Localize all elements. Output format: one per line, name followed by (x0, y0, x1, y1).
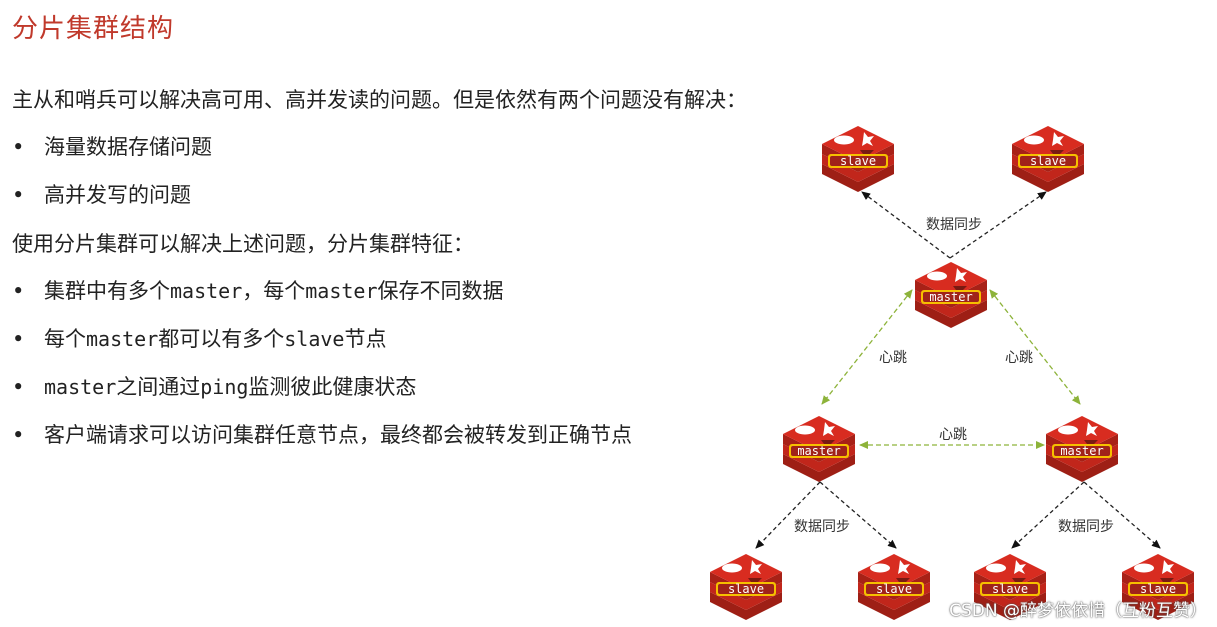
feature-text: 监测彼此健康状态 (248, 375, 417, 399)
master-node: master (1046, 416, 1118, 482)
sync-arrow (861, 191, 951, 259)
node-label: slave (1140, 582, 1176, 596)
feature-text: 之间通过 (116, 375, 201, 399)
node-label: slave (728, 582, 764, 596)
node-label: slave (876, 582, 912, 596)
intro-text: 主从和哨兵可以解决高可用、高并发读的问题。但是依然有两个问题没有解决： (12, 88, 747, 112)
feature-text: 节点 (344, 327, 387, 351)
feature-item-3: • master之间通过ping监测彼此健康状态 (12, 371, 416, 401)
code-term: master (86, 327, 159, 351)
node-label: master (797, 444, 840, 458)
bullet-icon: • (12, 183, 25, 207)
slave-node: slave (974, 554, 1046, 620)
master-node: master (915, 262, 987, 328)
heartbeat-arrow (989, 289, 1081, 405)
feature-text: 每个 (44, 327, 86, 351)
solution-intro-text: 使用分片集群可以解决上述问题，分片集群特征： (12, 232, 474, 256)
sync-label: 数据同步 (794, 519, 850, 535)
node-label: slave (1030, 154, 1066, 168)
code-term: master (305, 279, 378, 303)
problem-text: 海量数据存储问题 (44, 135, 212, 159)
heartbeat-label: 心跳 (879, 350, 907, 366)
heartbeat-arrow (821, 289, 913, 405)
code-term: master (44, 375, 117, 399)
heartbeat-label: 心跳 (939, 427, 967, 443)
problem-text: 高并发写的问题 (44, 183, 191, 207)
sync-arrow (1011, 481, 1085, 549)
feature-item-4: • 客户端请求可以访问集群任意节点，最终都会被转发到正确节点 (12, 419, 632, 449)
slave-node: slave (822, 126, 894, 192)
code-term: ping (200, 375, 249, 399)
problem-item-1: • 海量数据存储问题 (12, 131, 212, 161)
bullet-icon: • (12, 375, 25, 399)
code-term: slave (284, 327, 345, 351)
sync-label: 数据同步 (1058, 519, 1114, 535)
sync-arrow (949, 191, 1047, 259)
slave-node: slave (710, 554, 782, 620)
problem-item-2: • 高并发写的问题 (12, 179, 191, 209)
sync-arrow (755, 481, 821, 549)
bullet-icon: • (12, 135, 25, 159)
slave-node: slave (858, 554, 930, 620)
bullet-icon: • (12, 423, 25, 447)
feature-text: 集群中有多个 (44, 279, 170, 303)
feature-text: ，每个 (242, 279, 306, 303)
bullet-icon: • (12, 279, 25, 303)
sync-arrow (819, 481, 897, 549)
node-label: slave (840, 154, 876, 168)
heartbeat-label: 心跳 (1005, 350, 1033, 366)
watermark: CSDN @醉梦依依惜（互粉互赞） (949, 601, 1207, 621)
bullet-icon: • (12, 327, 25, 351)
master-node: master (783, 416, 855, 482)
feature-item-1: •集群中有多个master，每个master保存不同数据 (12, 275, 504, 305)
feature-text: 都可以有多个 (158, 327, 285, 351)
feature-item-2: • 每个master都可以有多个slave节点 (12, 323, 386, 353)
node-label: master (929, 290, 972, 304)
sync-label: 数据同步 (926, 217, 982, 233)
feature-text: 保存不同数据 (377, 279, 504, 303)
code-term: master (170, 279, 243, 303)
feature-text: 客户端请求可以访问集群任意节点，最终都会被转发到正确节点 (44, 423, 632, 447)
node-label: master (1060, 444, 1103, 458)
sync-arrow (1083, 481, 1161, 549)
slave-node: slave (1012, 126, 1084, 192)
page-title: 分片集群结构 (12, 14, 175, 44)
slave-node: slave (1122, 554, 1194, 620)
node-label: slave (992, 582, 1028, 596)
